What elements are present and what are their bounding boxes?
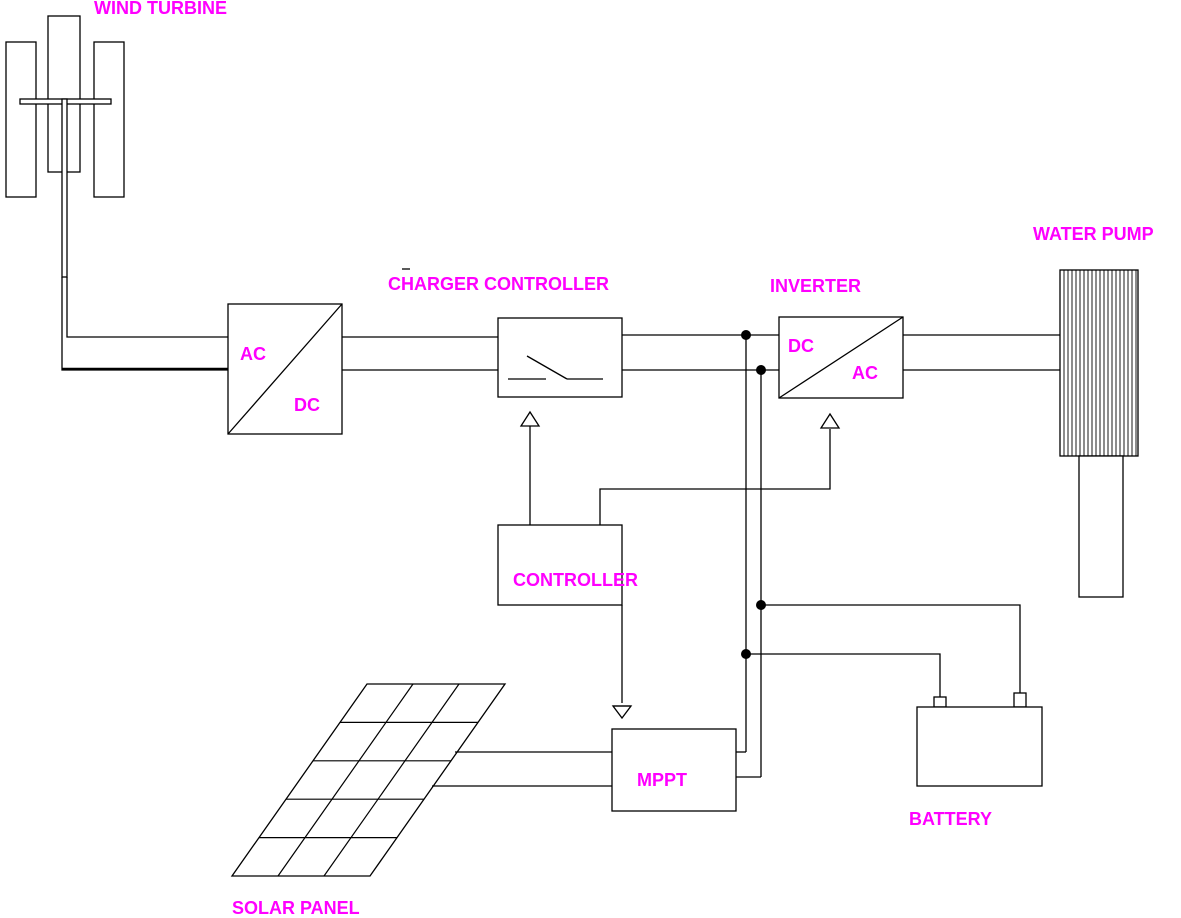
dc-bus-wires-1 [342, 336, 498, 371]
water-pump [1059, 269, 1139, 598]
dc-bus-vertical [745, 335, 762, 777]
pump-body [1078, 455, 1124, 598]
turbine-output-wires [61, 277, 228, 371]
battery-wire-positive [761, 604, 1021, 693]
battery-wires [746, 604, 1021, 697]
mppt [611, 728, 737, 812]
pump-motor [1059, 269, 1139, 457]
wind-turbine [5, 15, 125, 278]
signal-to-inverter [599, 429, 831, 525]
controller-label: CONTROLLER [513, 570, 638, 590]
battery-terminal-right [1013, 692, 1027, 708]
controller [497, 524, 623, 606]
inverter-label: INVERTER [770, 276, 861, 296]
mppt-output-wires [736, 751, 761, 778]
ac-output-wires [903, 334, 1060, 371]
battery-label: BATTERY [909, 809, 992, 829]
solar-panel-cells [259, 683, 478, 877]
arrow-up-inverter [819, 412, 841, 429]
wind-turbine-label: WIND TURBINE [94, 0, 227, 18]
solar-panel-label: SOLAR PANEL [232, 898, 360, 918]
pump-motor-ribs [1063, 270, 1137, 456]
arrow-down-mppt [611, 705, 633, 720]
arrow-up-charger [519, 410, 541, 427]
inverter [778, 316, 904, 399]
battery-body [916, 706, 1043, 787]
turbine-mast [61, 98, 68, 278]
turbine-blade-right [93, 41, 125, 198]
solar-panel [230, 683, 507, 877]
battery [916, 692, 1043, 787]
rectifier-output-label: DC [294, 395, 320, 415]
battery-terminal-left [933, 696, 947, 708]
mppt-label: MPPT [637, 770, 687, 790]
charger-controller-label: CHARGER CONTROLLER [388, 274, 609, 294]
junction-dots [741, 330, 766, 659]
junction-dot [741, 330, 751, 340]
junction-dot [756, 365, 766, 375]
rectifier [227, 303, 343, 435]
dc-bus-wires-2 [622, 334, 779, 371]
control-signal-lines [519, 410, 841, 720]
inverter-output-label: AC [852, 363, 878, 383]
charger-controller [497, 317, 623, 398]
solar-cell-divider [323, 683, 460, 877]
battery-wire-negative [746, 653, 941, 697]
rectifier-input-label: AC [240, 344, 266, 364]
switch-blade [526, 355, 568, 380]
turbine-blade-left [5, 41, 37, 198]
water-pump-label: WATER PUMP [1033, 224, 1154, 244]
inverter-input-label: DC [788, 336, 814, 356]
solar-cell-divider [277, 683, 414, 877]
solar-output-wires [432, 751, 612, 787]
